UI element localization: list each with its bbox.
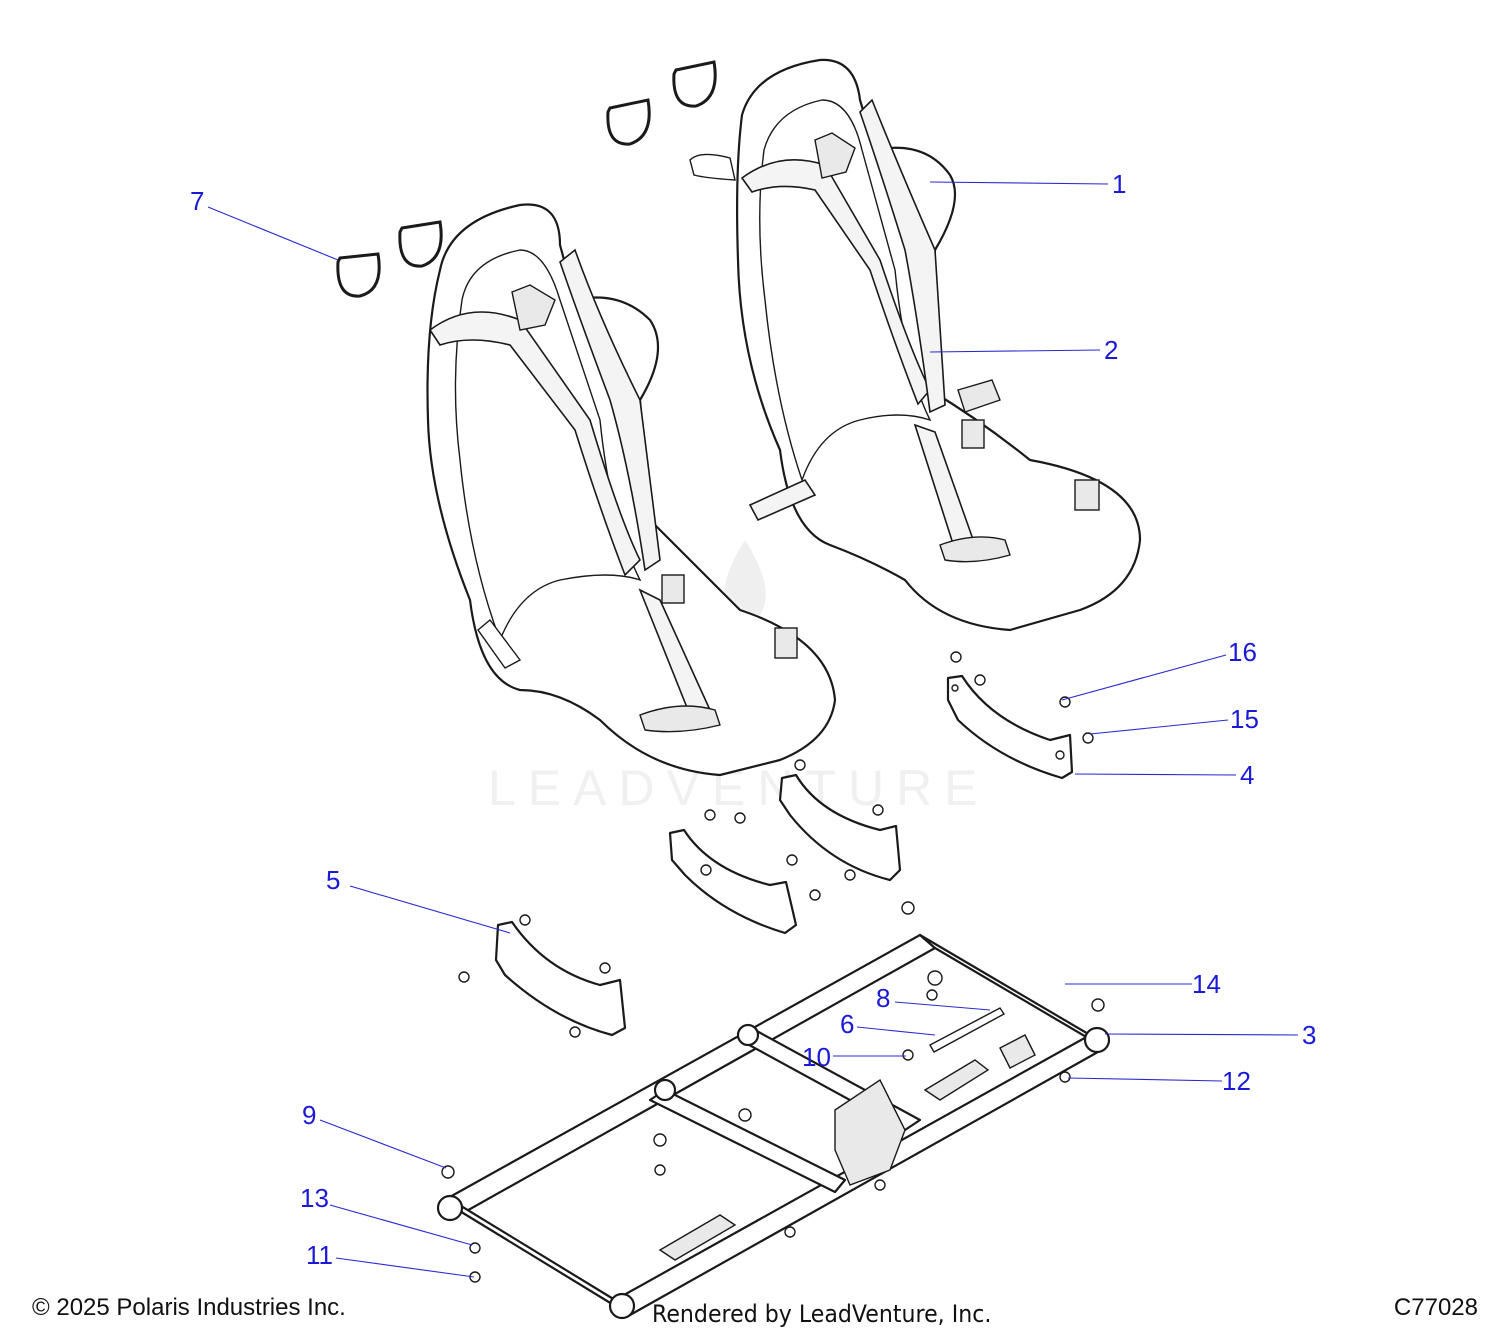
copyright-text: © 2025 Polaris Industries Inc.	[32, 1294, 346, 1321]
callout-5: 5	[326, 865, 340, 895]
callout-11: 11	[306, 1240, 333, 1270]
seat-bracket-right-outer	[946, 674, 1074, 780]
seat-left-mount-plate	[774, 627, 798, 659]
harness-ring-right-1	[606, 98, 651, 146]
callout-13: 13	[300, 1183, 329, 1213]
harness-ring-right-2	[672, 60, 717, 108]
callout-8: 8	[876, 983, 890, 1013]
callout-1: 1	[1112, 169, 1126, 199]
callout-10: 10	[802, 1042, 831, 1072]
callout-2: 2	[1104, 335, 1118, 365]
seat-left-harness	[428, 311, 641, 577]
seat-bracket-left	[494, 920, 627, 1037]
rendered-by-text: Rendered by LeadVenture, Inc.	[652, 1300, 992, 1328]
callout-14: 14	[1192, 969, 1221, 999]
callout-7: 7	[190, 186, 204, 216]
callout-4: 4	[1240, 760, 1254, 790]
seat-frame	[436, 933, 1111, 1320]
seat-right	[689, 58, 1142, 632]
seat-bracket-center-left	[668, 828, 798, 935]
harness-ring-group	[336, 60, 717, 298]
seat-right-mount-plate	[1074, 479, 1100, 511]
callout-6: 6	[840, 1009, 854, 1039]
small-hardware-group	[469, 970, 1071, 1283]
bolt-group	[441, 651, 1105, 1179]
callout-9: 9	[302, 1100, 316, 1130]
harness-ring-left-2	[398, 220, 443, 268]
leader-lines	[207, 181, 1299, 1278]
callout-labels: 1 2 3 4 5 6 7 8 9 10 11 12 13 14 15 16	[190, 169, 1316, 1270]
seat-bracket-center-right	[778, 773, 902, 882]
callout-3: 3	[1302, 1020, 1316, 1050]
callout-12: 12	[1222, 1066, 1251, 1096]
seat-right-harness	[740, 159, 931, 406]
callout-15: 15	[1230, 704, 1259, 734]
callout-16: 16	[1228, 637, 1257, 667]
harness-ring-left-1	[336, 252, 381, 298]
figure-code: C77028	[1393, 1294, 1478, 1321]
seat-left	[426, 203, 837, 777]
